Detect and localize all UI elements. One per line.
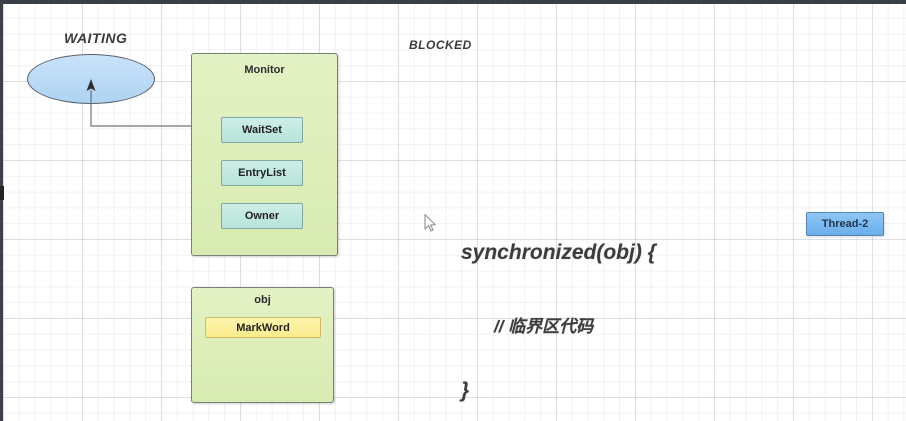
window-top-edge	[0, 0, 906, 4]
waiting-state-ellipse[interactable]	[27, 54, 155, 104]
obj-box[interactable]: obj	[191, 287, 334, 403]
mouse-pointer-icon	[424, 214, 436, 232]
obj-cell-markword[interactable]: MarkWord	[205, 317, 321, 338]
thread-2-box[interactable]: Thread-2	[806, 212, 884, 236]
monitor-title: Monitor	[244, 64, 285, 76]
code-annotation-critical-section: // 临界区代码	[494, 317, 594, 336]
window-left-edge	[0, 0, 3, 421]
monitor-box[interactable]: Monitor	[191, 53, 338, 256]
obj-title: obj	[254, 294, 271, 306]
window-left-tick	[0, 186, 4, 200]
monitor-cell-owner[interactable]: Owner	[221, 203, 303, 229]
code-annotation-synchronized: synchronized(obj) {	[461, 241, 656, 264]
state-label-blocked: BLOCKED	[409, 38, 472, 52]
monitor-cell-waitset[interactable]: WaitSet	[221, 117, 303, 143]
code-annotation-closing-brace: }	[461, 379, 470, 402]
monitor-cell-entrylist[interactable]: EntryList	[221, 160, 303, 186]
state-label-waiting: WAITING	[64, 30, 128, 46]
